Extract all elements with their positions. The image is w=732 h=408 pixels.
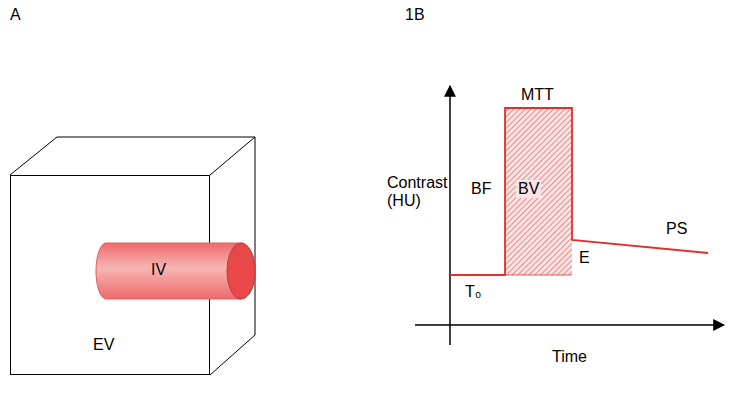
compartment-label: IV <box>151 261 166 279</box>
axis-title: Time <box>552 348 587 366</box>
parameter-label: BV <box>516 180 541 198</box>
parameter-label: PS <box>666 220 687 238</box>
parameter-label: T₀ <box>465 283 481 301</box>
cube-outline <box>10 137 255 375</box>
extravascular-box: EV IV <box>10 175 210 375</box>
compartment-label: EV <box>93 336 114 354</box>
axes <box>415 86 724 345</box>
contrast-curve <box>450 108 708 275</box>
panel-letter: A <box>10 6 21 24</box>
cylinder-shape <box>96 243 256 299</box>
cylinder-body <box>96 243 255 299</box>
axis-title: Contrast (HU) <box>387 174 459 211</box>
intravascular-cylinder: IV <box>96 243 256 299</box>
cylinder-cap <box>227 243 255 299</box>
panel-letter: 1B <box>405 6 425 24</box>
parameter-label: BF <box>471 180 491 198</box>
parameter-label: MTT <box>521 86 554 104</box>
blood-volume-area <box>505 108 572 275</box>
curve-base <box>505 275 572 276</box>
parameter-label: E <box>579 249 590 267</box>
